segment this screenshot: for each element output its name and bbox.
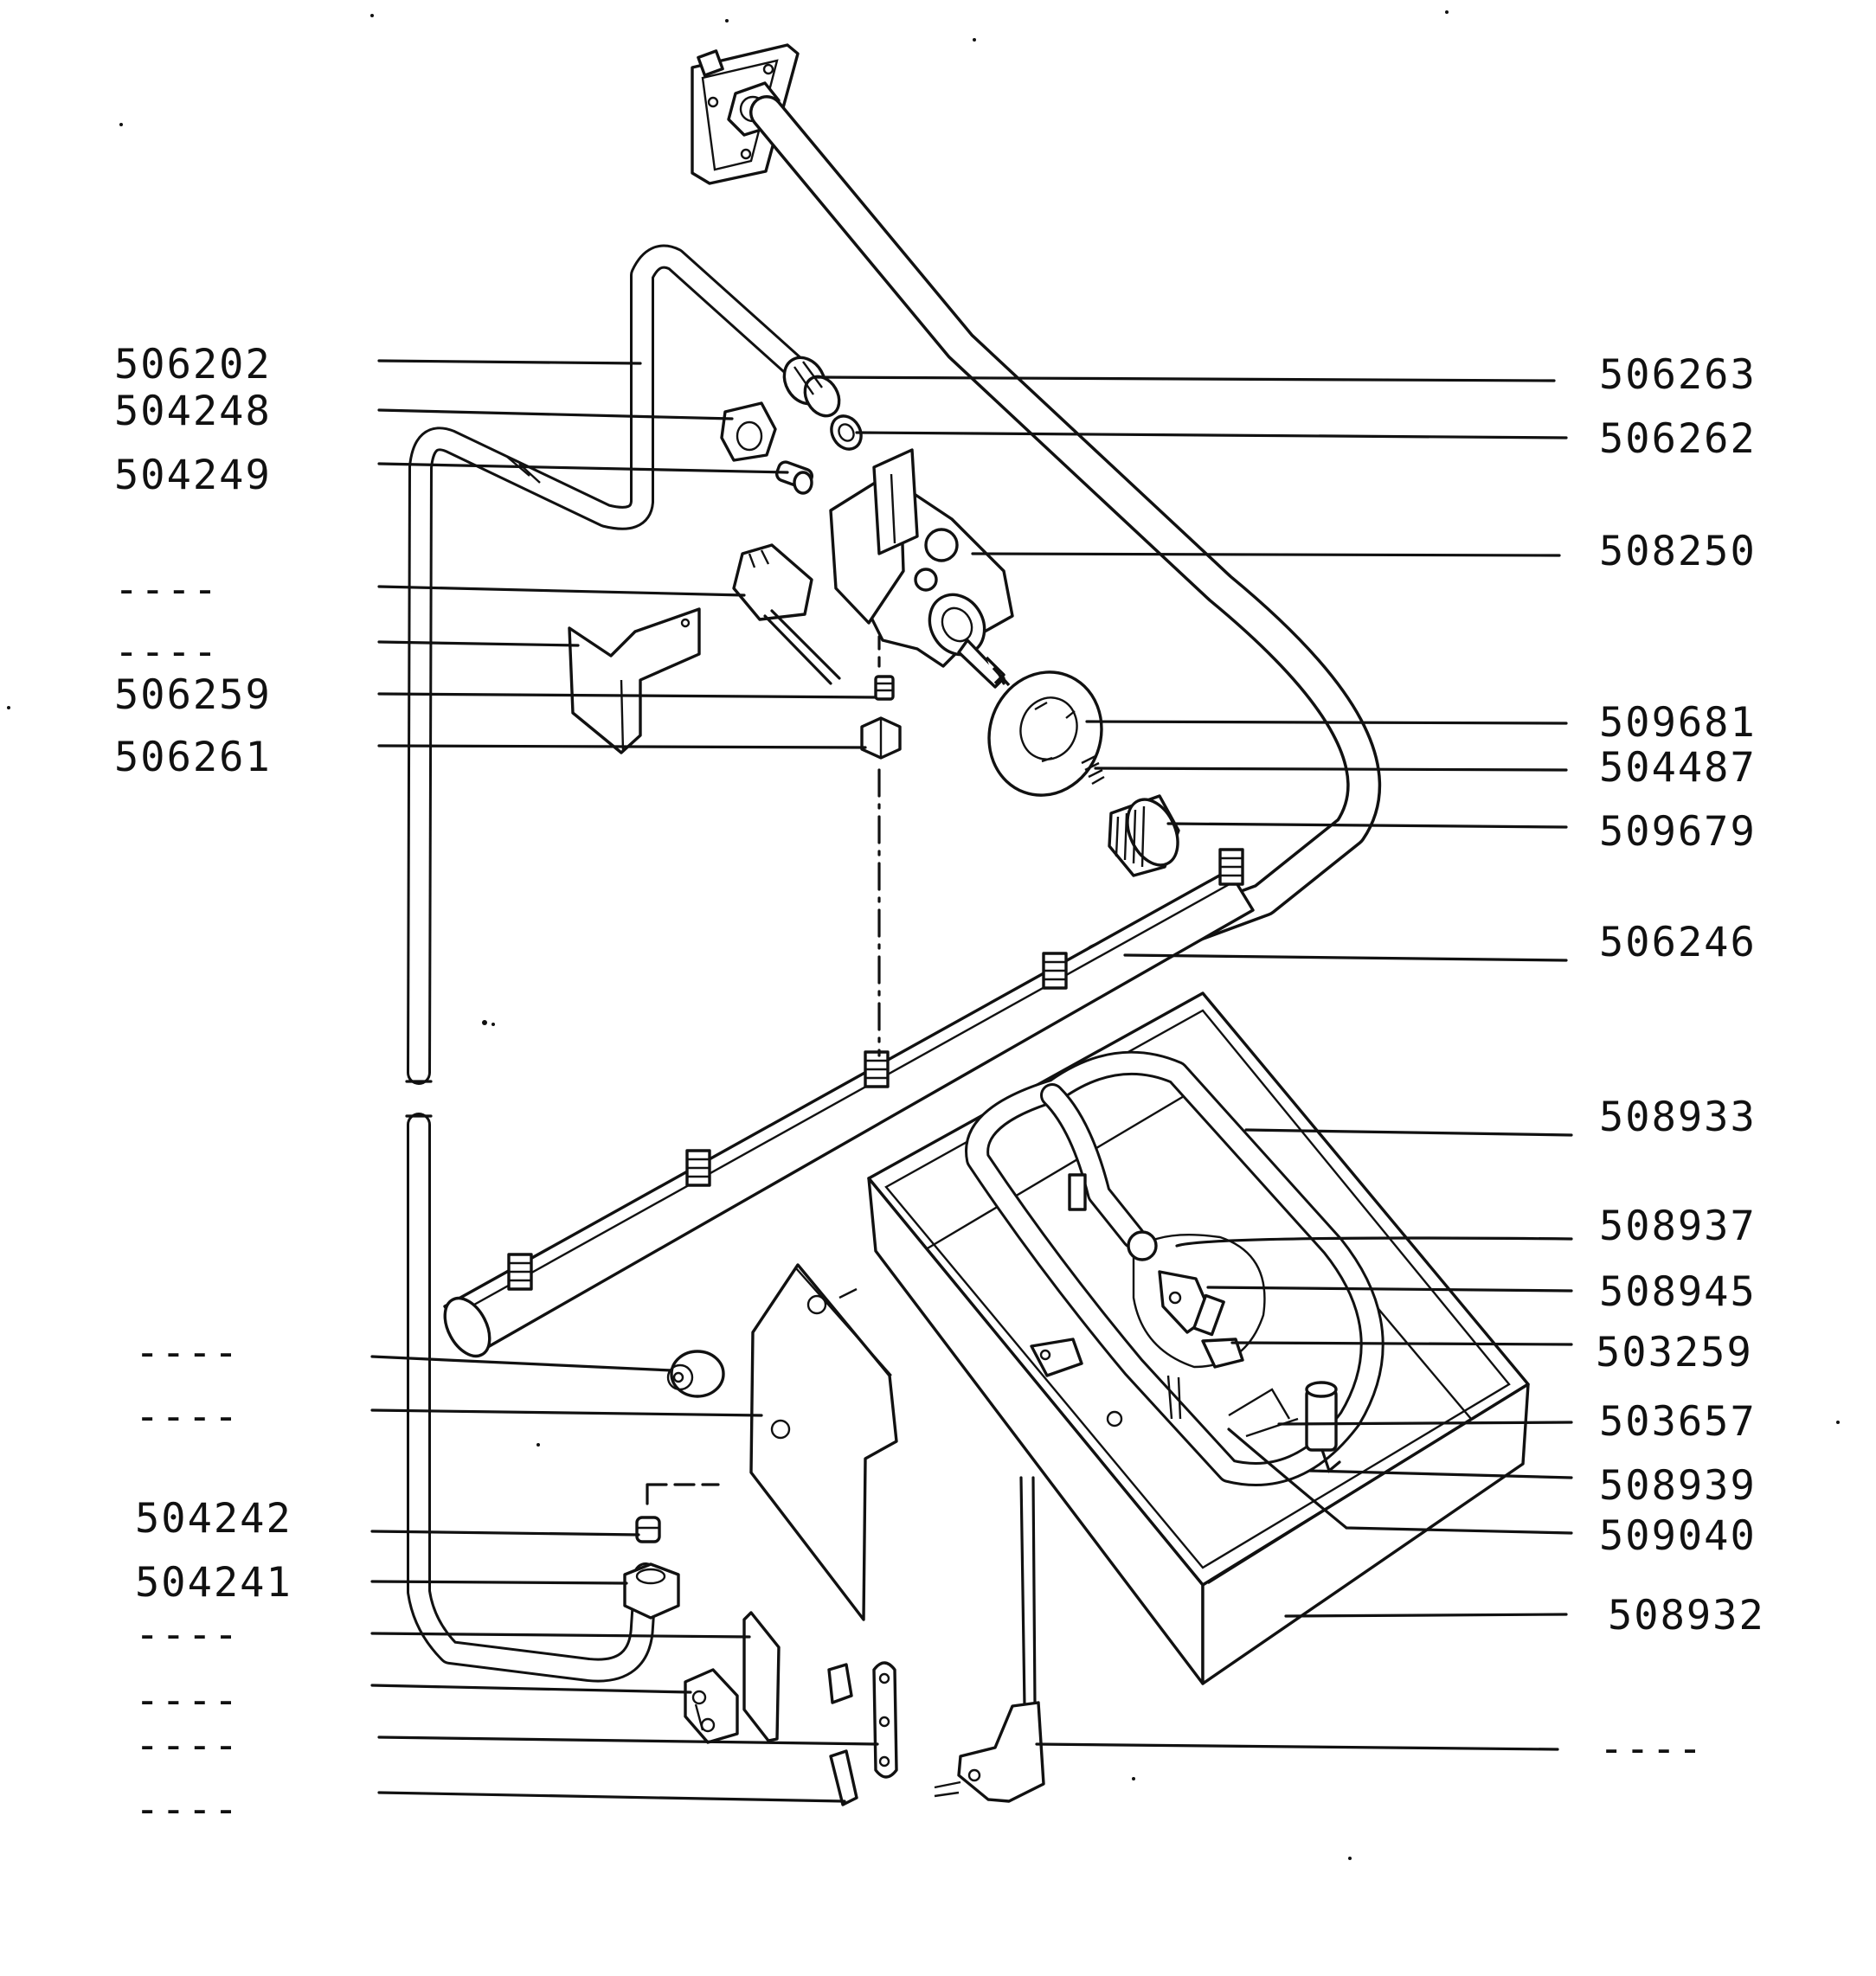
part-label: 509040 bbox=[1599, 1512, 1757, 1560]
knob-plate bbox=[987, 670, 1103, 797]
spring-506259 bbox=[874, 675, 895, 701]
gas-valve bbox=[829, 448, 1014, 689]
hinge-strip bbox=[827, 1661, 898, 1779]
part-label: 504487 bbox=[1599, 744, 1757, 792]
leader-lines-right bbox=[815, 375, 1573, 1751]
thermostat-assembly bbox=[1030, 1230, 1266, 1427]
part-label: ---- bbox=[135, 1393, 241, 1440]
mounting-plate bbox=[742, 1611, 781, 1742]
spring-504487 bbox=[1081, 754, 1105, 786]
part-label: ---- bbox=[1599, 1725, 1705, 1773]
part-label: 506246 bbox=[1599, 919, 1757, 966]
fitting-506262 bbox=[830, 414, 863, 451]
part-label: ---- bbox=[135, 1329, 241, 1376]
part-label: ---- bbox=[114, 628, 220, 676]
part-label: 504241 bbox=[135, 1559, 292, 1607]
burner-jet bbox=[1042, 952, 1068, 990]
part-label: 506263 bbox=[1599, 351, 1757, 399]
part-label: 506259 bbox=[114, 671, 272, 719]
nut-504248 bbox=[720, 401, 777, 462]
fitting-506263 bbox=[782, 356, 841, 418]
part-label: 503259 bbox=[1596, 1329, 1753, 1376]
burner-jet bbox=[1218, 848, 1244, 886]
part-label: 503657 bbox=[1599, 1398, 1757, 1446]
heat-shield bbox=[749, 1263, 898, 1621]
gas-supply-pipe bbox=[749, 95, 1382, 978]
part-label: ---- bbox=[135, 1786, 241, 1833]
terminal-block bbox=[684, 1668, 739, 1744]
micro-switch bbox=[732, 543, 841, 685]
bushing bbox=[666, 1350, 725, 1398]
scan-specks bbox=[7, 10, 1840, 1860]
part-label: 506262 bbox=[1599, 415, 1757, 463]
part-label: 504242 bbox=[135, 1495, 292, 1543]
control-knob bbox=[1108, 794, 1180, 877]
part-label: 508933 bbox=[1599, 1094, 1757, 1141]
part-label: 506202 bbox=[114, 341, 272, 388]
part-label: ---- bbox=[135, 1677, 241, 1724]
part-label: 508250 bbox=[1599, 528, 1757, 575]
part-label: ---- bbox=[135, 1611, 241, 1658]
part-label: 508932 bbox=[1608, 1592, 1765, 1639]
fitting-504241 bbox=[623, 1562, 680, 1620]
burner-jet bbox=[864, 1050, 890, 1088]
nut-504242 bbox=[635, 1483, 720, 1543]
part-label: 504249 bbox=[114, 452, 272, 499]
part-label: 508945 bbox=[1599, 1268, 1757, 1316]
burner-jet bbox=[507, 1253, 533, 1291]
sensor-tube bbox=[1228, 1381, 1341, 1473]
part-label: 504248 bbox=[114, 388, 272, 435]
pin-504249 bbox=[774, 460, 814, 495]
leader-lines-left bbox=[370, 359, 879, 1803]
part-label: ---- bbox=[114, 566, 220, 613]
mains-plug bbox=[934, 1476, 1045, 1803]
nut-506261 bbox=[860, 716, 902, 760]
burner-jet bbox=[685, 1149, 711, 1187]
part-label: ---- bbox=[135, 1722, 241, 1769]
burner-bar bbox=[443, 848, 1255, 1358]
part-label: 509679 bbox=[1599, 808, 1757, 856]
part-label: 508937 bbox=[1599, 1203, 1757, 1250]
part-label: 508939 bbox=[1599, 1462, 1757, 1510]
heating-element bbox=[965, 1050, 1385, 1486]
pilot-tube-loop bbox=[405, 244, 822, 1683]
clip-bracket bbox=[829, 1749, 858, 1806]
part-label: 509681 bbox=[1599, 699, 1757, 747]
part-label: 506261 bbox=[114, 734, 272, 781]
switch-bracket bbox=[568, 607, 701, 754]
